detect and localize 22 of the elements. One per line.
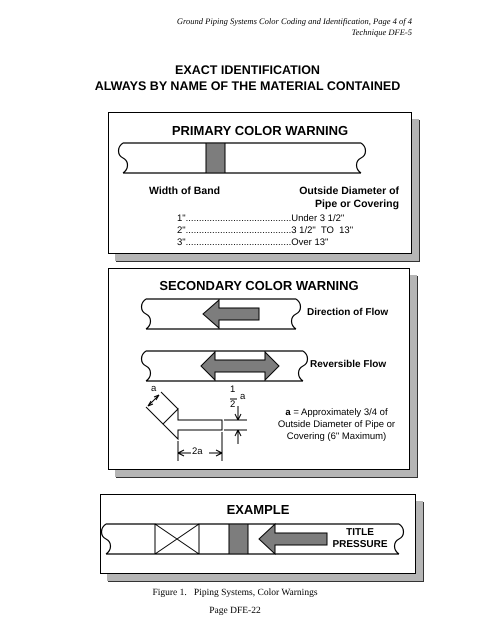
table-row: 3"........................................Over 13" [177,237,328,248]
note-text: a = Approximately 3/4 of Outside Diameter of Pipe or Covering (6" Maximum) [276,407,396,443]
page-number: Page DFE-22 [208,606,262,616]
panel-heading: EXAMPLE [226,502,290,517]
dimension-label: 2 [230,399,236,410]
dimension-label: a [151,383,156,394]
page-title: EXACT IDENTIFICATION ALWAYS BY NAME OF THE MATERIAL CONTAINED [94,62,402,94]
dimension-label: a [240,391,246,402]
pipe-marker-text: TITLE PRESSURE [331,527,388,551]
dimension-label: 2a [192,446,203,457]
page-header: Ground Piping Systems Color Coding and Identification, Page 4 of 4 [176,16,412,26]
column-heading: Outside Diameter of Pipe or Covering [298,185,399,211]
column-heading: Width of Band [149,185,220,197]
panel-heading: SECONDARY COLOR WARNING [158,278,360,293]
table-row: 2"........................................3 1/2" TO 13" [177,225,354,236]
figure-caption: Figure 1. Piping Systems, Color Warnings [151,588,319,598]
flow-label: Reversible Flow [310,359,386,370]
page-header: Technique DFE-5 [350,27,412,37]
panel-heading: PRIMARY COLOR WARNING [170,123,350,138]
table-row: 1"........................................Under 3 1/2" [177,213,344,224]
flow-label: Direction of Flow [307,307,388,318]
dimension-label: 1 [230,384,236,395]
